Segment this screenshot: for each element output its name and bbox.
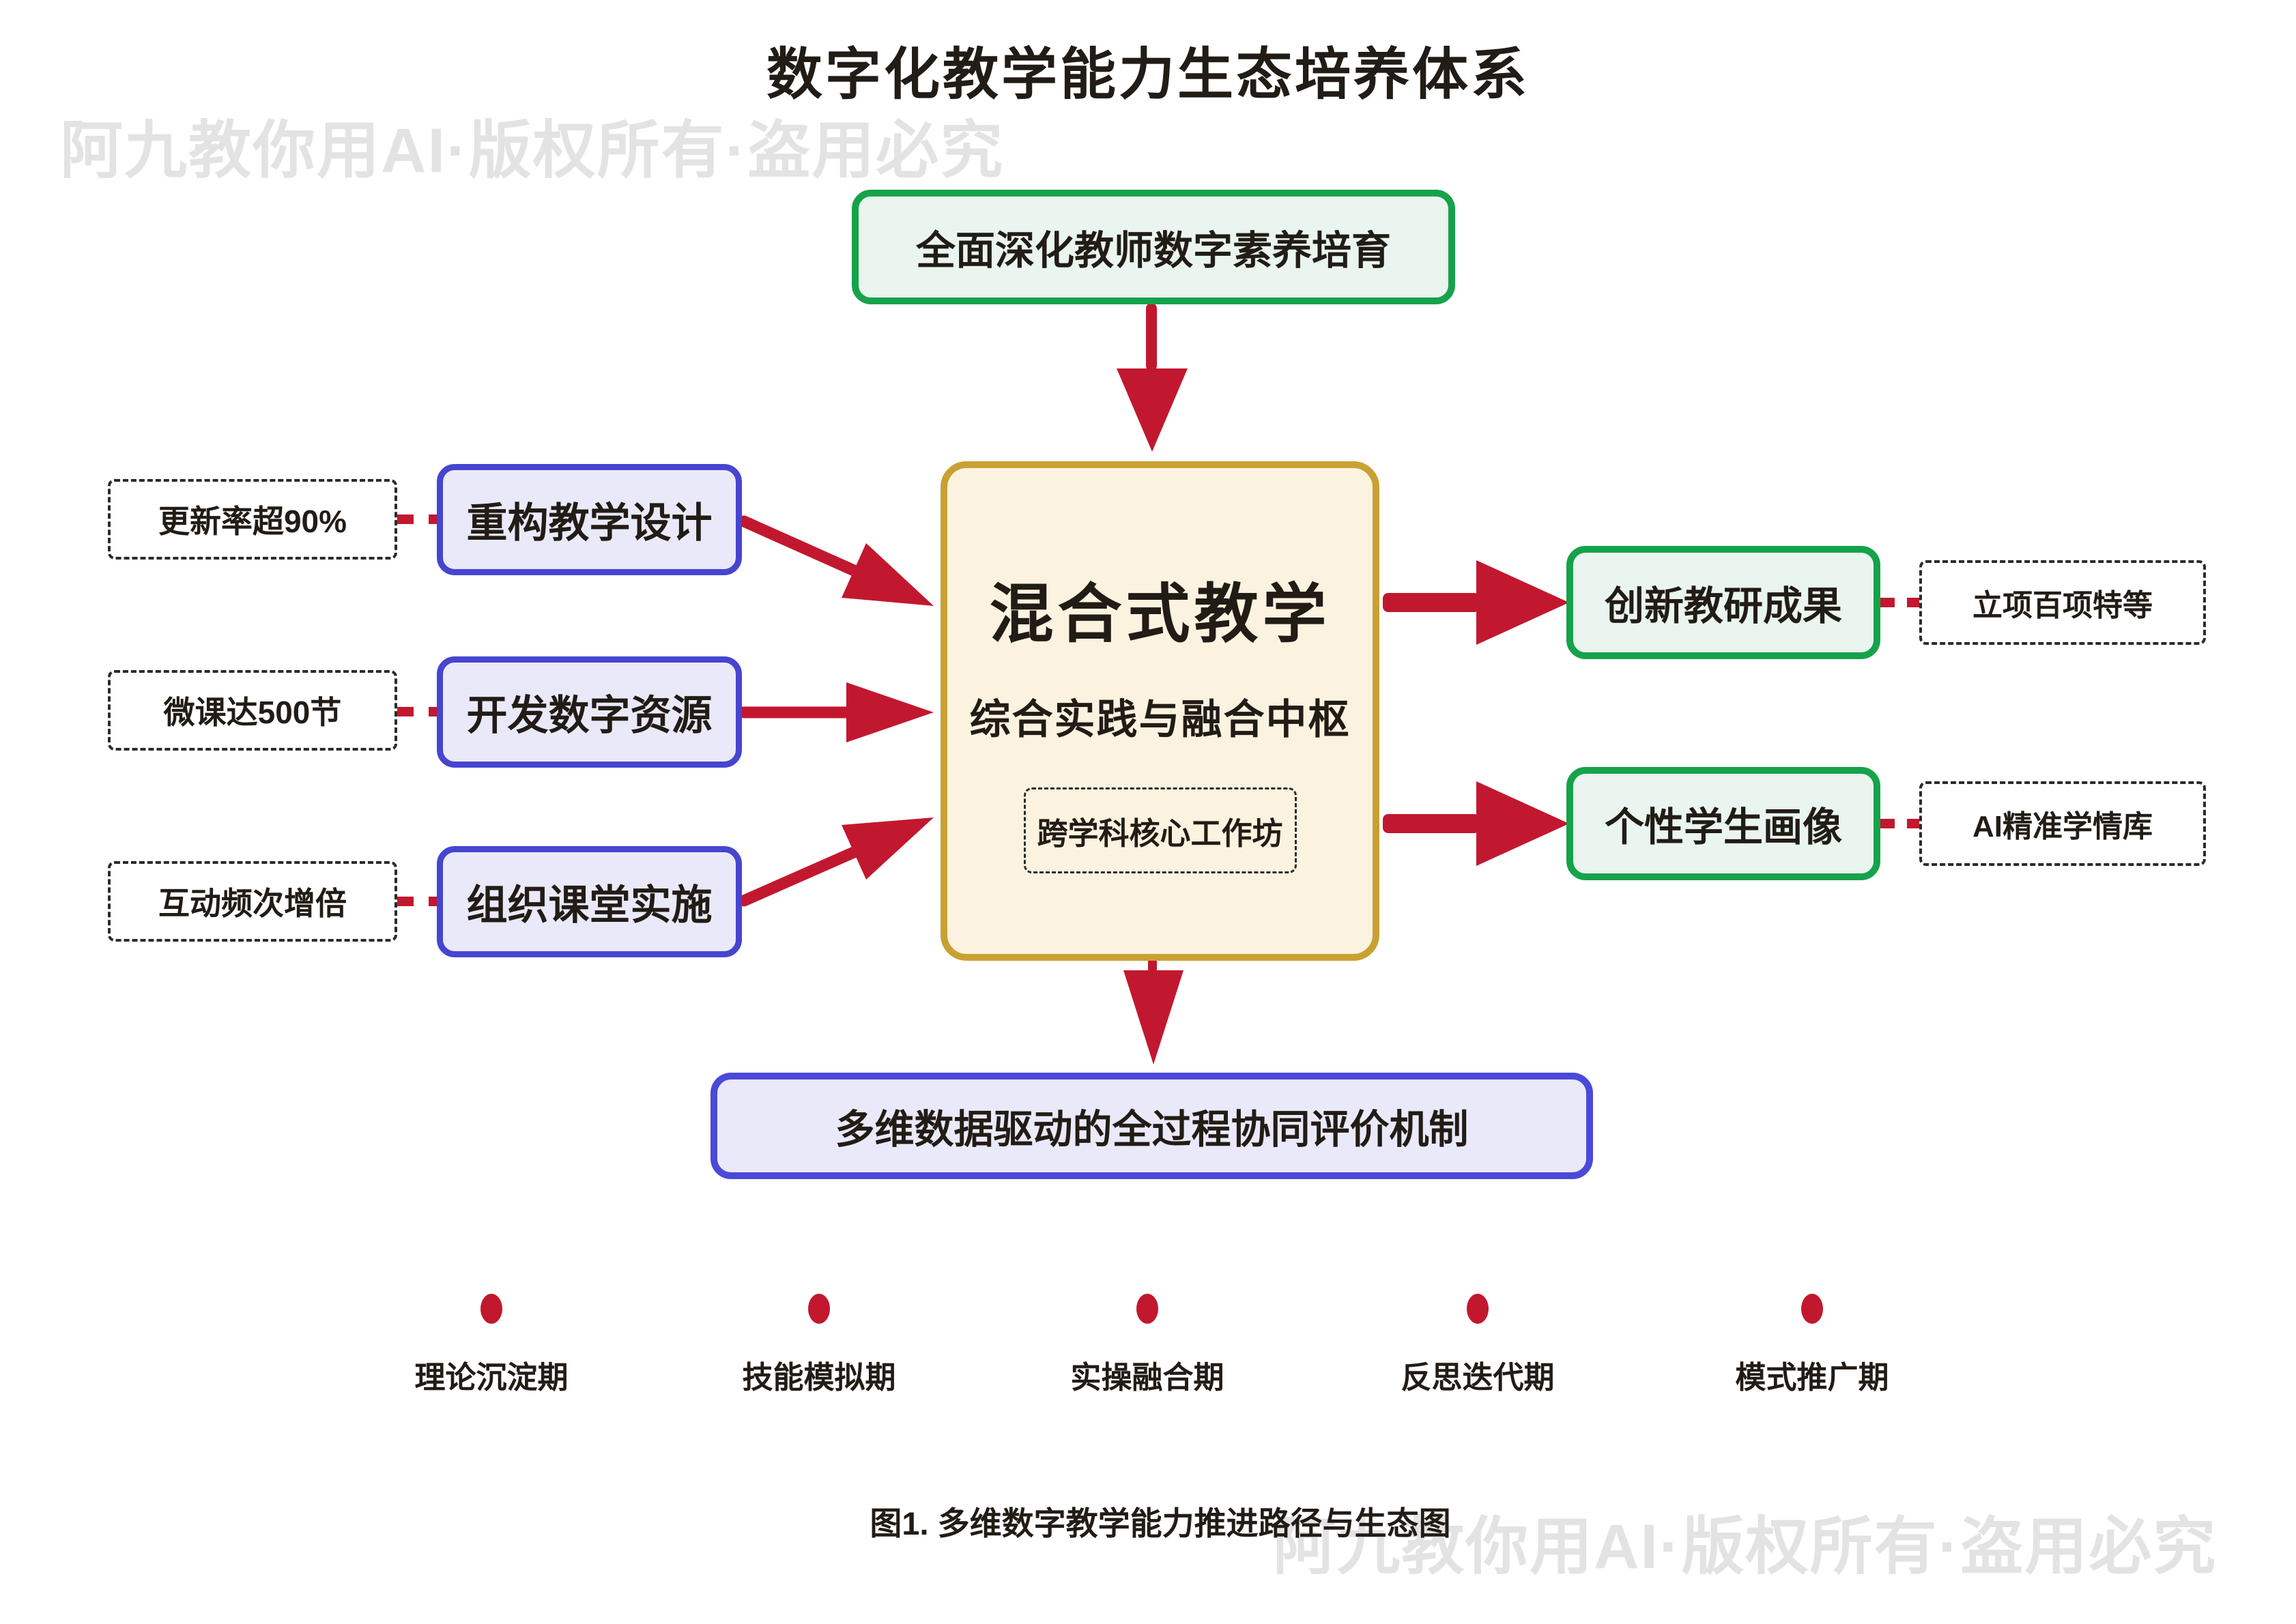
task-box-classroom-implementation: 组织课堂实施 xyxy=(437,846,742,957)
diagonal-arrow-icon-1 xyxy=(738,515,934,606)
right-arrow-icon-3 xyxy=(1383,781,1569,866)
workshop-label: 跨学科核心工作坊 xyxy=(1037,815,1283,851)
timeline-dot-icon-4 xyxy=(1467,1294,1489,1324)
timeline-dots xyxy=(480,1294,1823,1324)
note-box-ai-database: AI精准学情库 xyxy=(1919,781,2206,866)
metric-box-interaction: 互动频次增倍 xyxy=(108,861,397,942)
metric-box-update-rate: 更新率超90% xyxy=(108,479,397,560)
outcome-box-student-profile: 个性学生画像 xyxy=(1566,767,1880,880)
right-arrow-icon-2 xyxy=(1383,560,1569,645)
central-hub-box: 混合式教学 综合实践与融合中枢 跨学科核心工作坊 xyxy=(941,461,1379,961)
figure-caption: 图1. 多维数字教学能力推进路径与生态图 xyxy=(870,1505,1451,1541)
phase-label-theory: 理论沉淀期 xyxy=(414,1360,569,1395)
phase-label-skill: 技能模拟期 xyxy=(742,1360,896,1395)
task-label: 重构教学设计 xyxy=(466,500,713,546)
note-box-projects: 立项百项特等 xyxy=(1919,560,2206,645)
top-goal-label: 全面深化教师数字素养培育 xyxy=(915,229,1391,273)
metric-label: 微课达500节 xyxy=(163,695,342,730)
metric-label: 互动频次增倍 xyxy=(158,886,347,921)
central-heading: 混合式教学 xyxy=(989,578,1331,650)
workshop-dashed-box: 跨学科核心工作坊 xyxy=(1023,787,1297,873)
phase-label-promotion: 模式推广期 xyxy=(1735,1360,1889,1395)
task-label: 组织课堂实施 xyxy=(466,882,713,928)
top-goal-box: 全面深化教师数字素养培育 xyxy=(852,190,1455,304)
right-arrow-icon-1 xyxy=(738,682,934,742)
task-box-teaching-design: 重构教学设计 xyxy=(437,464,742,575)
bottom-evaluation-box: 多维数据驱动的全过程协同评价机制 xyxy=(711,1073,1593,1179)
watermark-top: 阿九教你用AI·版权所有·盗用必究 xyxy=(60,116,1005,186)
outcome-label: 创新教研成果 xyxy=(1604,584,1842,628)
bottom-evaluation-label: 多维数据驱动的全过程协同评价机制 xyxy=(835,1107,1469,1152)
watermark-bottom: 阿九教你用AI·版权所有·盗用必究 xyxy=(1273,1512,2218,1582)
metric-box-micro-lessons: 微课达500节 xyxy=(108,670,397,751)
outcome-box-research-results: 创新教研成果 xyxy=(1566,546,1880,659)
task-label: 开发数字资源 xyxy=(466,693,713,738)
timeline-dot-icon-3 xyxy=(1136,1294,1158,1324)
metric-label: 更新率超90% xyxy=(158,504,347,539)
timeline-dot-icon-5 xyxy=(1801,1294,1823,1324)
down-arrow-narrow-icon xyxy=(1123,958,1183,1064)
note-label: AI精准学情库 xyxy=(1972,810,2153,843)
task-box-digital-resources: 开发数字资源 xyxy=(437,656,742,768)
down-arrow-icon xyxy=(1117,303,1188,452)
timeline-dot-icon-1 xyxy=(480,1294,502,1324)
timeline-dot-icon-2 xyxy=(808,1294,830,1324)
phase-label-reflection: 反思迭代期 xyxy=(1401,1360,1555,1395)
diagonal-arrow-icon-2 xyxy=(738,817,934,907)
central-subheading: 综合实践与融合中枢 xyxy=(969,697,1351,742)
phase-label-practice: 实操融合期 xyxy=(1070,1360,1224,1395)
note-label: 立项百项特等 xyxy=(1972,589,2153,622)
outcome-label: 个性学生画像 xyxy=(1604,805,1842,850)
page-title: 数字化教学能力生态培养体系 xyxy=(766,44,1530,106)
